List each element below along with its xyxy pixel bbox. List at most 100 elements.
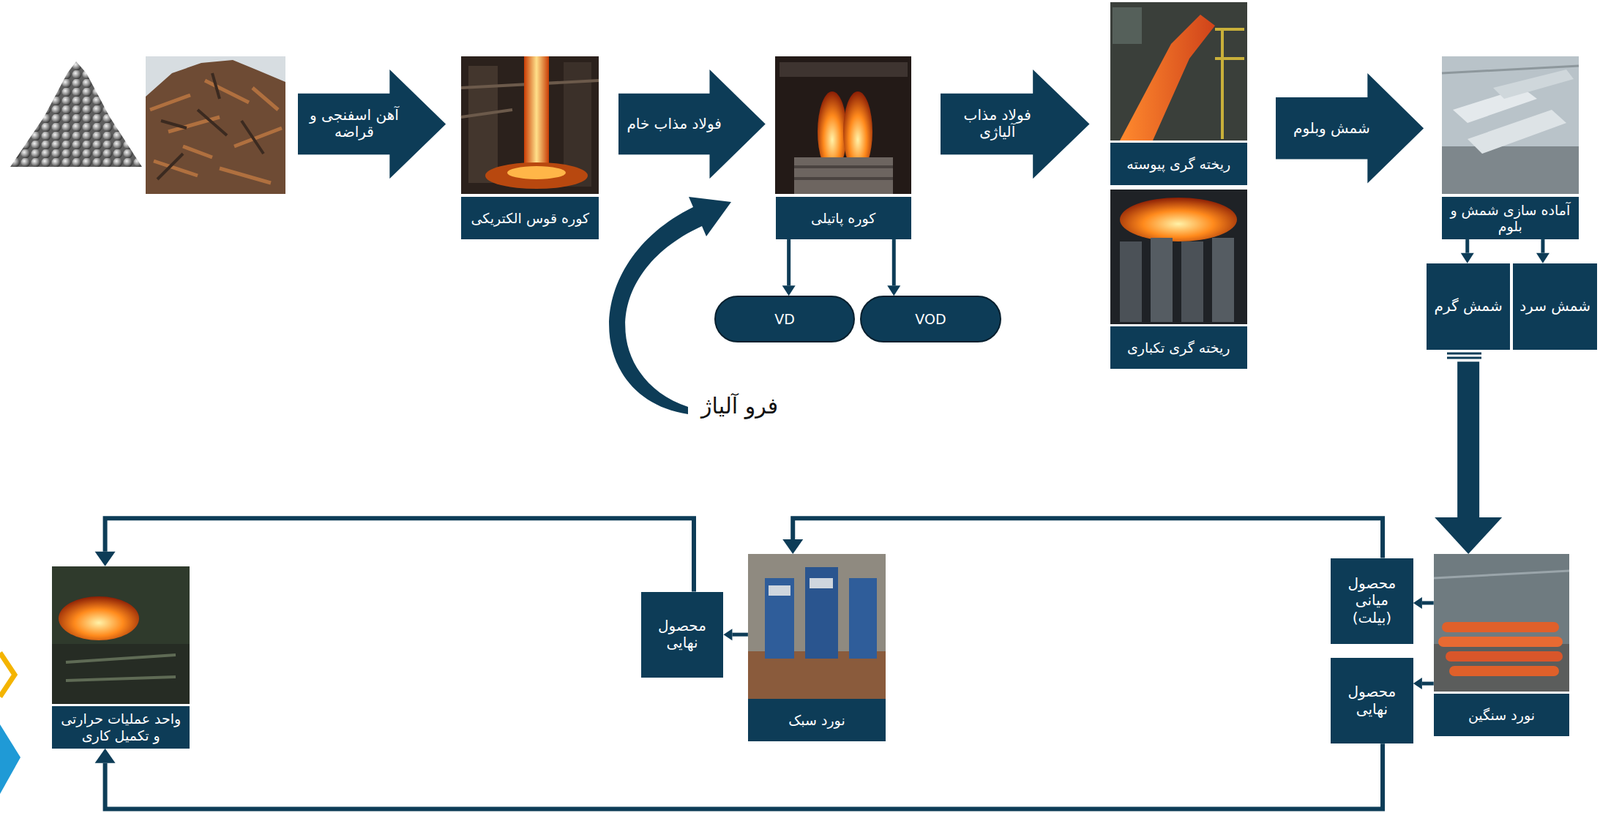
node-text: نورد سبک xyxy=(788,712,845,729)
process-station: کوره قوس الکتریکی xyxy=(461,56,599,240)
node-text: شمش گرم xyxy=(1434,297,1503,316)
ingot-casting-photo-part xyxy=(1181,241,1204,323)
arrow-text-stack: شمش وبلوم xyxy=(1293,120,1371,138)
connector-line xyxy=(1422,682,1434,686)
free-label: فرو آلیاژ xyxy=(701,393,779,419)
arrow-head xyxy=(1434,517,1502,555)
light-rolling-photo-part xyxy=(748,554,886,699)
edge-decoration-part xyxy=(0,652,15,697)
node-text: VOD xyxy=(914,311,946,328)
process-station: کوره پاتیلی xyxy=(775,56,912,240)
heat-treatment-photo-part xyxy=(51,644,190,705)
flow-arrow: آهن اسفنجی و قراضه xyxy=(297,69,446,179)
billet-preparation-photo-part xyxy=(1493,69,1574,99)
heavy-rolling-photo-part xyxy=(1445,651,1563,662)
ingot-casting-photo-part xyxy=(1212,237,1235,323)
heavy-rolling-photo-part xyxy=(1433,644,1570,692)
arrow-head xyxy=(1413,677,1423,690)
light-rolling-photo-part xyxy=(768,585,791,596)
flow-connector xyxy=(782,518,1383,558)
arrow-text-area: فولاد مذاب آلیاژی xyxy=(943,69,1052,179)
light-rolling-photo-part xyxy=(809,578,833,589)
node-text: شمش وبلوم xyxy=(1293,120,1371,138)
node-text: آماده سازی شمش و بلوم xyxy=(1447,202,1573,235)
arrow-text-stack: فولاد مذاب آلیاژی xyxy=(943,106,1052,142)
caption-band: ریخته گری تکباری xyxy=(1110,326,1248,369)
product-box: شمش گرم xyxy=(1426,263,1510,351)
arrow-head xyxy=(782,539,803,555)
caption-band: نورد سبک xyxy=(748,698,886,742)
photo-frame xyxy=(1433,554,1570,694)
arc-furnace-photo-part xyxy=(461,56,599,194)
ladle-furnace-photo-part xyxy=(775,56,912,194)
edge-decoration-part xyxy=(0,724,21,795)
arrow-head xyxy=(1536,253,1550,264)
node-text: فولاد مذاب خام xyxy=(626,115,721,134)
product-box: محصول نهایی xyxy=(1330,658,1414,744)
flow-connector xyxy=(723,628,748,641)
vacuum-unit: VOD xyxy=(860,295,1001,343)
node-text: فولاد مذاب آلیاژی xyxy=(943,106,1052,142)
billet-preparation-photo-part xyxy=(1467,109,1567,154)
flow-connector xyxy=(1460,239,1475,264)
light-rolling-photo-part xyxy=(849,578,877,659)
arrow-head xyxy=(1413,597,1423,609)
product-box: محصول میانی (بیلت) xyxy=(1330,558,1414,645)
node-text: ریخته گری پیوسته xyxy=(1126,155,1231,173)
arrow-text-stack: فولاد مذاب خام xyxy=(626,115,721,134)
continuous-casting-photo-part xyxy=(1215,29,1245,140)
scrap-pile-part xyxy=(145,60,286,194)
heat-treatment-photo-part xyxy=(65,655,176,681)
flow-connector xyxy=(1413,597,1434,609)
ingot-casting-photo-part xyxy=(1119,197,1237,242)
billet-preparation-photo-part xyxy=(1452,87,1538,123)
connector-line xyxy=(792,518,1383,558)
flow-connector xyxy=(1536,239,1550,264)
node-text: ریخته گری تکباری xyxy=(1127,339,1230,356)
heavy-rolling-photo xyxy=(1433,554,1570,692)
light-rolling-photo xyxy=(748,554,886,699)
product-box: محصول نهایی xyxy=(641,592,724,678)
connector-line xyxy=(105,743,1383,809)
arrow-head xyxy=(95,748,116,764)
flow-connector xyxy=(95,743,1383,809)
process-station: نورد سنگین xyxy=(1433,554,1570,737)
billet-preparation-photo-part xyxy=(1441,56,1579,194)
heavy-rolling-photo-part xyxy=(1449,666,1560,677)
ladle-furnace-photo xyxy=(775,56,912,194)
arrow-head xyxy=(95,551,116,567)
billet-preparation-photo xyxy=(1441,56,1579,194)
ingot-casting-photo-part xyxy=(1119,241,1142,323)
process-station: نورد سبک xyxy=(748,554,886,742)
process-station: آماده سازی شمش و بلوم xyxy=(1441,56,1579,240)
arc-furnace-photo-part xyxy=(468,65,498,183)
flow-arrow: فولاد مذاب خام xyxy=(618,69,766,179)
ladle-furnace-photo-part xyxy=(779,62,908,77)
arrow-text-area: شمش وبلوم xyxy=(1278,73,1386,184)
ingot-casting-photo-part xyxy=(1110,189,1248,325)
photo-frame xyxy=(1110,189,1248,327)
heat-treatment-photo xyxy=(51,566,190,705)
flow-connector xyxy=(1413,677,1434,690)
connector-line xyxy=(1457,361,1480,518)
flow-arrow: شمش وبلوم xyxy=(1275,73,1424,184)
edge-decoration xyxy=(0,652,21,795)
process-station: واحد عملیات حرارتی و تکمیل کاری xyxy=(51,566,190,749)
continuous-casting-photo xyxy=(1110,2,1248,141)
photo-frame xyxy=(748,554,886,699)
heavy-rolling-photo-part xyxy=(1433,554,1570,692)
node-text: واحد عملیات حرارتی و تکمیل کاری xyxy=(57,710,184,744)
connector-line xyxy=(1465,239,1469,254)
flow-connector xyxy=(887,239,901,296)
scrap-pile-part xyxy=(157,73,264,180)
arrow-outline xyxy=(618,69,766,179)
arc-furnace-photo-part xyxy=(485,162,588,189)
arrow-head xyxy=(723,628,732,641)
photo-frame xyxy=(775,56,912,197)
pellet-pile-part xyxy=(10,61,142,167)
node-text: VD xyxy=(774,311,795,328)
arrow-head xyxy=(782,285,796,296)
caption-band: ریخته گری پیوسته xyxy=(1110,142,1248,186)
billet-preparation-photo-part xyxy=(1441,65,1579,74)
billet-preparation-photo-part xyxy=(1441,146,1579,194)
